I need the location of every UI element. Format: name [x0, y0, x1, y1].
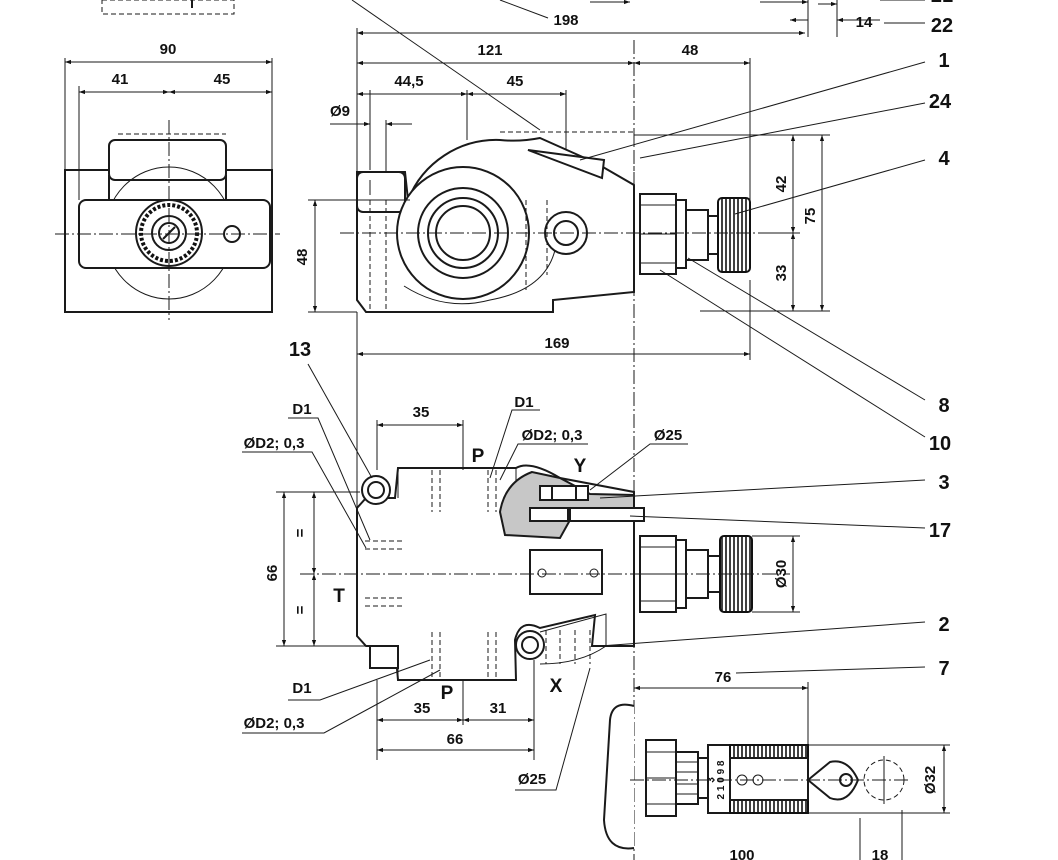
- dim-dia-32: Ø32: [922, 766, 939, 794]
- dim-33: 33: [773, 265, 790, 282]
- callout-22: 22: [931, 15, 953, 37]
- dial-scale-side: 3: [706, 777, 717, 783]
- label-d1-bottom: D1: [292, 680, 311, 697]
- port-y: Y: [574, 456, 587, 477]
- end-view: 90 41 45: [55, 0, 280, 320]
- dim-dia-30: Ø30: [773, 560, 790, 588]
- callout-10: 10: [929, 433, 951, 455]
- label-d2-bottom: ØD2; 0,3: [244, 715, 305, 732]
- dim-eq-1: =: [292, 528, 309, 537]
- dim-75: 75: [802, 208, 819, 225]
- dim-31: 31: [490, 700, 507, 717]
- callout-24: 24: [929, 91, 952, 113]
- port-x: X: [550, 676, 563, 697]
- dim-dia-25-top: Ø25: [654, 427, 682, 444]
- callout-4: 4: [938, 148, 950, 170]
- dim-45-top: 45: [507, 73, 524, 90]
- callout-8: 8: [938, 395, 949, 417]
- dim-35-bottom: 35: [414, 700, 431, 717]
- dim-eq-2: =: [292, 605, 309, 614]
- dim-45-end-view: 45: [214, 71, 231, 88]
- dim-90: 90: [160, 41, 177, 58]
- callout-1: 1: [938, 50, 949, 72]
- dim-48-top: 48: [682, 42, 699, 59]
- port-p-top: P: [472, 446, 485, 467]
- callout-3: 3: [938, 472, 949, 494]
- dim-198: 198: [553, 12, 578, 29]
- dim-169: 169: [544, 335, 569, 352]
- callout-21: 21: [931, 0, 953, 7]
- handwheel-option: 76 2 1 0 9 8 3 Ø32 100 18: [602, 666, 950, 860]
- callout-13: 13: [289, 339, 311, 361]
- dim-44-5: 44,5: [394, 73, 423, 90]
- label-d1-top: D1: [514, 394, 533, 411]
- callout-7: 7: [938, 658, 949, 680]
- dim-41: 41: [112, 71, 129, 88]
- label-d1-left: D1: [292, 401, 311, 418]
- port-view: Ø30 35 66 = = P Y T P X 13 D1 ØD2; 0,3 D…: [242, 339, 951, 791]
- dim-dia-9: Ø9: [330, 103, 350, 120]
- label-d2-left: ØD2; 0,3: [244, 435, 305, 452]
- dim-dia-25-bottom: Ø25: [518, 771, 546, 788]
- dim-121: 121: [477, 42, 502, 59]
- callout-2: 2: [938, 614, 949, 636]
- port-t: T: [333, 586, 345, 607]
- dim-100: 100: [729, 847, 754, 860]
- dim-42: 42: [773, 176, 790, 193]
- callout-17: 17: [929, 520, 951, 542]
- dim-18: 18: [872, 847, 889, 860]
- dim-66-side: 66: [264, 565, 281, 582]
- side-view: 198 14 21 22 121 48 44,5 45 Ø9: [294, 0, 953, 860]
- dim-35-top: 35: [413, 404, 430, 421]
- dim-48-side: 48: [294, 249, 311, 266]
- dim-76: 76: [715, 669, 732, 686]
- label-d2-top: ØD2; 0,3: [522, 427, 583, 444]
- port-p-bottom: P: [441, 683, 454, 704]
- dim-14: 14: [856, 14, 873, 31]
- dim-66-bottom: 66: [447, 731, 464, 748]
